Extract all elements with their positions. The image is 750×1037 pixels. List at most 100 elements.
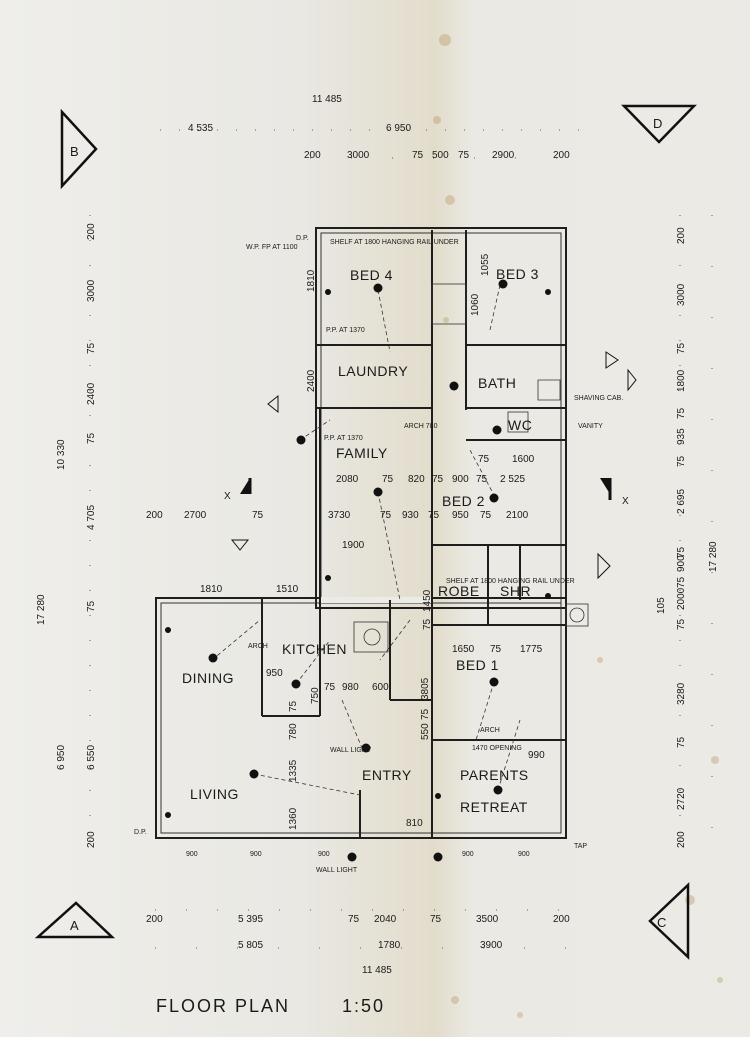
room-kitchen: KITCHEN <box>282 641 347 657</box>
room-labels: BED 4 BED 3 LAUNDRY BATH WC FAMILY BED 2… <box>182 266 539 815</box>
svg-text:ARCH: ARCH <box>248 643 268 650</box>
svg-text:2000: 2000 <box>676 587 687 610</box>
svg-text:900: 900 <box>250 851 262 858</box>
svg-text:600: 600 <box>372 682 389 693</box>
svg-text:X: X <box>622 496 629 507</box>
svg-text:75: 75 <box>676 618 687 630</box>
room-parents: PARENTS <box>460 767 529 783</box>
svg-text:2040: 2040 <box>374 914 397 925</box>
svg-text:W.P. FP AT 1100: W.P. FP AT 1100 <box>246 244 298 251</box>
svg-text:1510: 1510 <box>276 584 299 595</box>
svg-text:900: 900 <box>318 851 330 858</box>
room-shr: SHR <box>500 583 531 599</box>
svg-text:200: 200 <box>553 150 570 161</box>
svg-text:X: X <box>224 491 231 502</box>
svg-text:5 805: 5 805 <box>238 940 263 951</box>
svg-text:1360: 1360 <box>288 807 299 830</box>
svg-text:3000: 3000 <box>676 283 687 306</box>
svg-text:6 550: 6 550 <box>86 745 97 770</box>
svg-text:950: 950 <box>452 510 469 521</box>
svg-text:17 280: 17 280 <box>36 594 47 625</box>
svg-text:4 705: 4 705 <box>86 505 97 530</box>
svg-text:900: 900 <box>452 474 469 485</box>
svg-text:75: 75 <box>676 342 687 354</box>
marker-d: D <box>621 104 697 144</box>
walls <box>155 227 567 839</box>
svg-text:3500: 3500 <box>476 914 499 925</box>
svg-text:2400: 2400 <box>86 382 97 405</box>
svg-text:935: 935 <box>676 428 687 445</box>
section-marker-left: X <box>224 478 252 502</box>
svg-text:TAP: TAP <box>574 843 587 850</box>
svg-text:200: 200 <box>86 831 97 848</box>
svg-text:1600: 1600 <box>512 454 535 465</box>
svg-text:3900: 3900 <box>480 940 503 951</box>
svg-text:750: 750 <box>310 687 321 704</box>
marker-a: A <box>34 901 116 939</box>
svg-text:820: 820 <box>408 474 425 485</box>
svg-text:2900: 2900 <box>492 150 515 161</box>
svg-text:ARCH: ARCH <box>480 727 500 734</box>
svg-text:990: 990 <box>528 750 545 761</box>
svg-text:200: 200 <box>86 223 97 240</box>
svg-text:6 950: 6 950 <box>386 123 411 134</box>
svg-text:P.P. AT 1370: P.P. AT 1370 <box>326 327 365 334</box>
room-entry: ENTRY <box>362 767 412 783</box>
svg-text:75: 75 <box>458 150 470 161</box>
svg-text:900: 900 <box>518 851 530 858</box>
svg-text:1470 OPENING: 1470 OPENING <box>472 745 522 752</box>
svg-text:10 330: 10 330 <box>56 439 67 470</box>
svg-text:75: 75 <box>676 576 687 588</box>
svg-text:75: 75 <box>432 474 444 485</box>
svg-text:900: 900 <box>462 851 474 858</box>
top-dimensions: 11 485 4 535 6 950 200 3000 75 500 75 29… <box>188 94 570 161</box>
svg-text:2700: 2700 <box>184 510 207 521</box>
room-bed4: BED 4 <box>350 267 393 283</box>
room-laundry: LAUNDRY <box>338 363 408 379</box>
section-marker-right: X <box>600 478 629 507</box>
svg-text:950: 950 <box>266 668 283 679</box>
room-dining: DINING <box>182 670 234 686</box>
svg-text:1450: 1450 <box>422 589 433 612</box>
svg-text:75: 75 <box>430 914 442 925</box>
svg-text:VANITY: VANITY <box>578 423 603 430</box>
svg-text:C: C <box>657 915 666 930</box>
internal-dimensions: 2080 75 820 75 900 75 2 525 3730 75 930 … <box>146 253 545 858</box>
svg-text:75: 75 <box>422 618 433 630</box>
svg-text:810: 810 <box>406 818 423 829</box>
svg-text:1800: 1800 <box>676 369 687 392</box>
svg-text:1650: 1650 <box>452 644 475 655</box>
svg-text:ARCH 780: ARCH 780 <box>404 423 438 430</box>
svg-text:75: 75 <box>86 432 97 444</box>
svg-text:4 535: 4 535 <box>188 123 213 134</box>
bottom-dimensions: 200 5 395 75 2040 75 3500 200 5 805 1780… <box>146 914 570 976</box>
right-dimensions: 200 3000 75 1800 75 935 75 2 695 75 900 … <box>656 227 719 848</box>
svg-text:D: D <box>653 116 662 131</box>
room-wc: WC <box>508 417 532 433</box>
svg-text:D.P.: D.P. <box>134 829 147 836</box>
svg-text:75: 75 <box>428 510 440 521</box>
room-bed3: BED 3 <box>496 266 539 282</box>
svg-text:75: 75 <box>252 510 264 521</box>
svg-text:75: 75 <box>86 342 97 354</box>
svg-text:WALL LIGHT: WALL LIGHT <box>316 867 358 874</box>
svg-text:1775: 1775 <box>520 644 543 655</box>
svg-text:75: 75 <box>490 644 502 655</box>
svg-text:980: 980 <box>342 682 359 693</box>
svg-text:75: 75 <box>676 455 687 467</box>
svg-text:75: 75 <box>288 700 299 712</box>
svg-text:2 695: 2 695 <box>676 489 687 514</box>
marker-c: C <box>648 882 690 960</box>
svg-text:930: 930 <box>402 510 419 521</box>
svg-text:75: 75 <box>420 708 431 720</box>
svg-text:75: 75 <box>676 407 687 419</box>
svg-text:3000: 3000 <box>86 279 97 302</box>
svg-text:P.P. AT 1370: P.P. AT 1370 <box>324 435 363 442</box>
svg-text:17 280: 17 280 <box>708 541 719 572</box>
svg-text:1055: 1055 <box>480 253 491 276</box>
svg-text:B: B <box>70 144 79 159</box>
marker-b: B <box>60 108 98 190</box>
svg-text:780: 780 <box>288 723 299 740</box>
light-points <box>165 279 551 862</box>
